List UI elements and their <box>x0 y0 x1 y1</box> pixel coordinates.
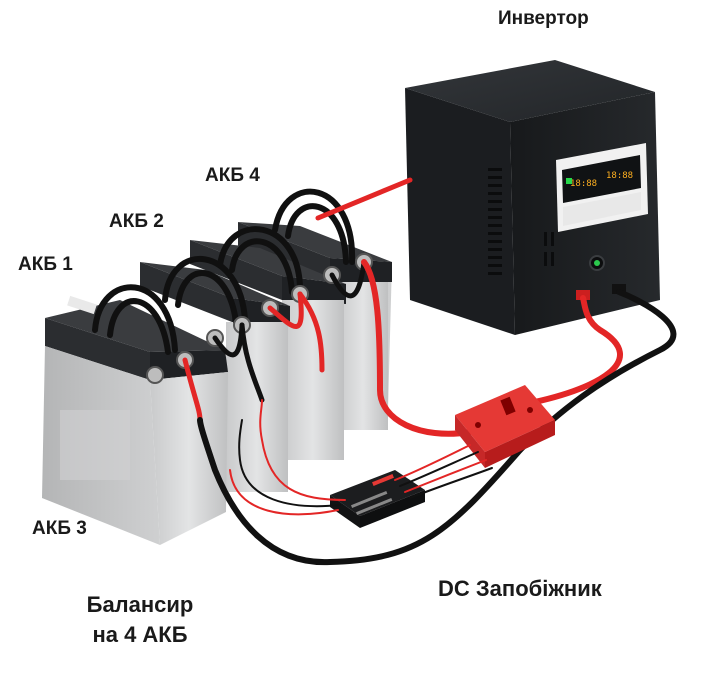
label-balancer-line1: Балансир <box>86 592 194 617</box>
balancer <box>330 470 425 528</box>
main-cables <box>197 177 677 566</box>
inverter-vents <box>488 168 554 275</box>
label-inverter: Инвертор <box>498 8 589 29</box>
balancer-wires <box>229 399 493 516</box>
inverter: 18:88 18:88 <box>405 60 660 335</box>
inverter-display: 18:88 18:88 <box>570 171 633 189</box>
label-akb2: АКБ 2 <box>109 211 164 232</box>
svg-text:18:88: 18:88 <box>606 171 633 181</box>
svg-text:18:88: 18:88 <box>570 179 597 189</box>
label-balancer-line2: на 4 АКБ <box>92 622 188 647</box>
label-akb3: АКБ 3 <box>32 518 87 539</box>
battery-straps <box>92 188 356 355</box>
label-balancer: Балансир на 4 АКБ <box>60 590 220 650</box>
label-dc-fuse: DC Запобіжник <box>438 576 602 601</box>
label-akb4: АКБ 4 <box>205 165 260 186</box>
label-akb1: АКБ 1 <box>18 254 73 275</box>
dc-fuse <box>455 385 555 468</box>
